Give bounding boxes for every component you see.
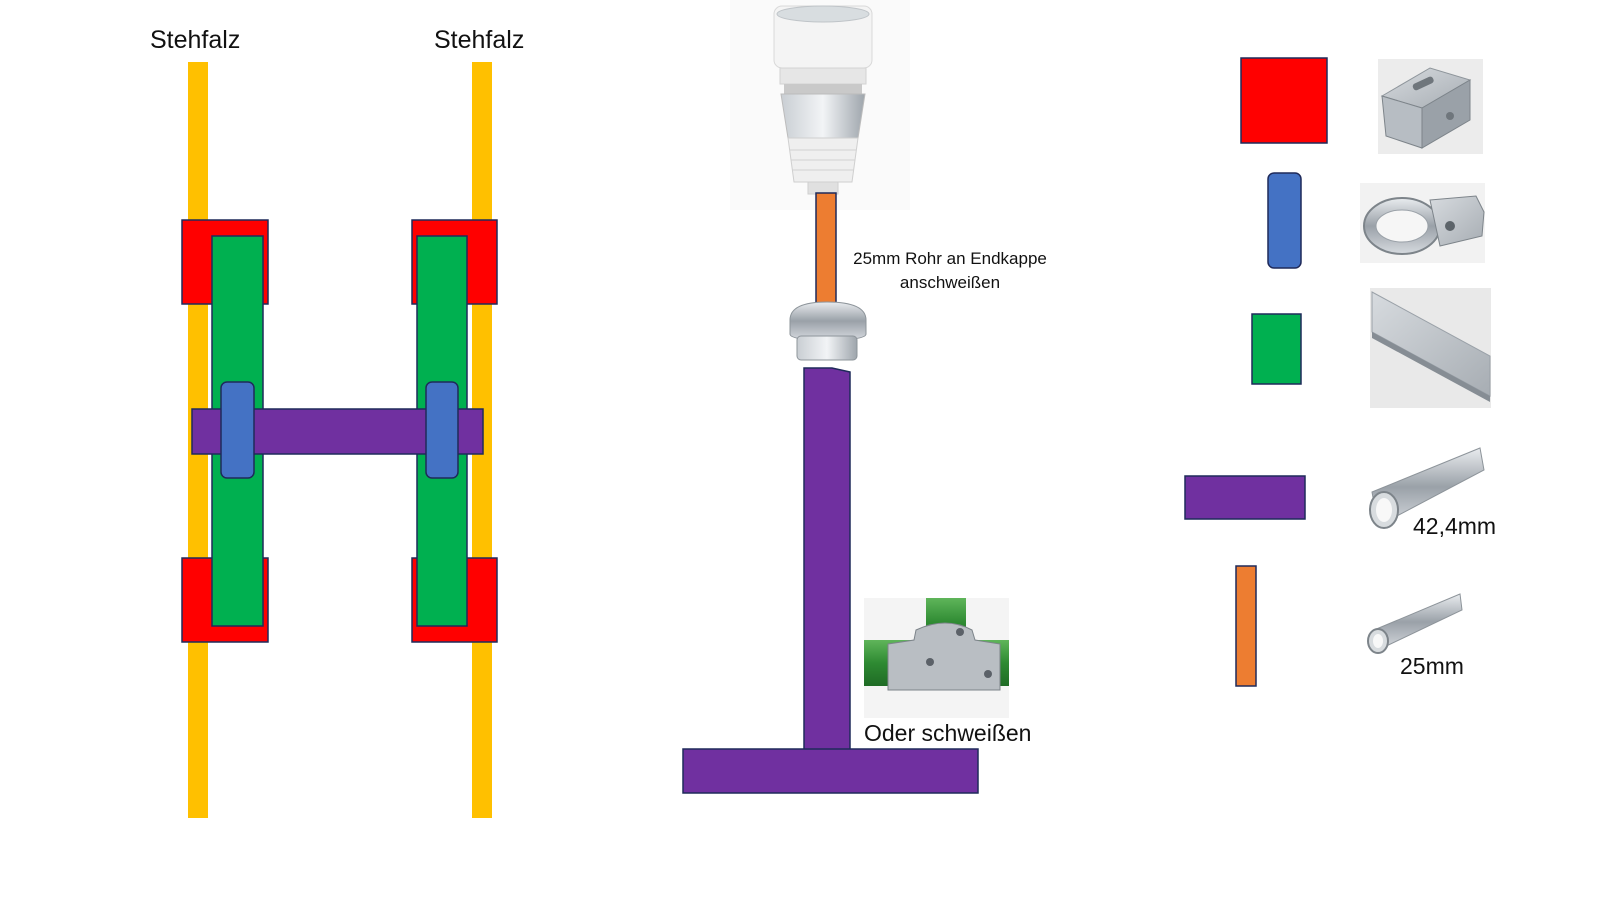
pipe-clamp-left xyxy=(220,381,255,479)
pipe-25mm-mast-top xyxy=(815,192,837,314)
stehfalz-label-right: Stehfalz xyxy=(434,26,525,54)
legend-flat-bar-swatch xyxy=(1251,313,1302,385)
weld-note-line-1: 25mm Rohr an Endkappe xyxy=(853,249,1047,268)
pipe-42mm-size-label: 42,4mm xyxy=(1413,513,1497,539)
weld-note: 25mm Rohr an Endkappe anschweißen xyxy=(846,247,1054,295)
seam-clamp-photo xyxy=(1378,59,1483,154)
pipe-25mm-size-label: 25mm xyxy=(1400,653,1464,679)
pipe-42mm-photo xyxy=(1369,447,1485,529)
legend-pipe-42mm-swatch xyxy=(1184,475,1306,520)
pipe-clamp-photo xyxy=(1360,183,1485,263)
weld-note-line-2: anschweißen xyxy=(899,273,1001,292)
pipe-25mm-photo xyxy=(1367,593,1463,654)
end-cap-image xyxy=(789,301,867,361)
base-pipe-42mm xyxy=(682,748,979,794)
tee-connector-image xyxy=(864,598,1009,718)
legend-pipe-25mm-swatch xyxy=(1235,565,1257,687)
alternative-weld-note: Oder schweißen xyxy=(864,720,1032,746)
mast-pipe-42mm xyxy=(803,367,851,751)
stehfalz-label-left: Stehfalz xyxy=(150,26,241,54)
legend-pipe-clamp-swatch xyxy=(1267,172,1302,269)
legend-seam-clamp-swatch xyxy=(1240,57,1328,144)
flat-bar-photo xyxy=(1370,288,1491,408)
weather-sensor-image xyxy=(730,0,910,210)
pipe-clamp-right xyxy=(425,381,459,479)
